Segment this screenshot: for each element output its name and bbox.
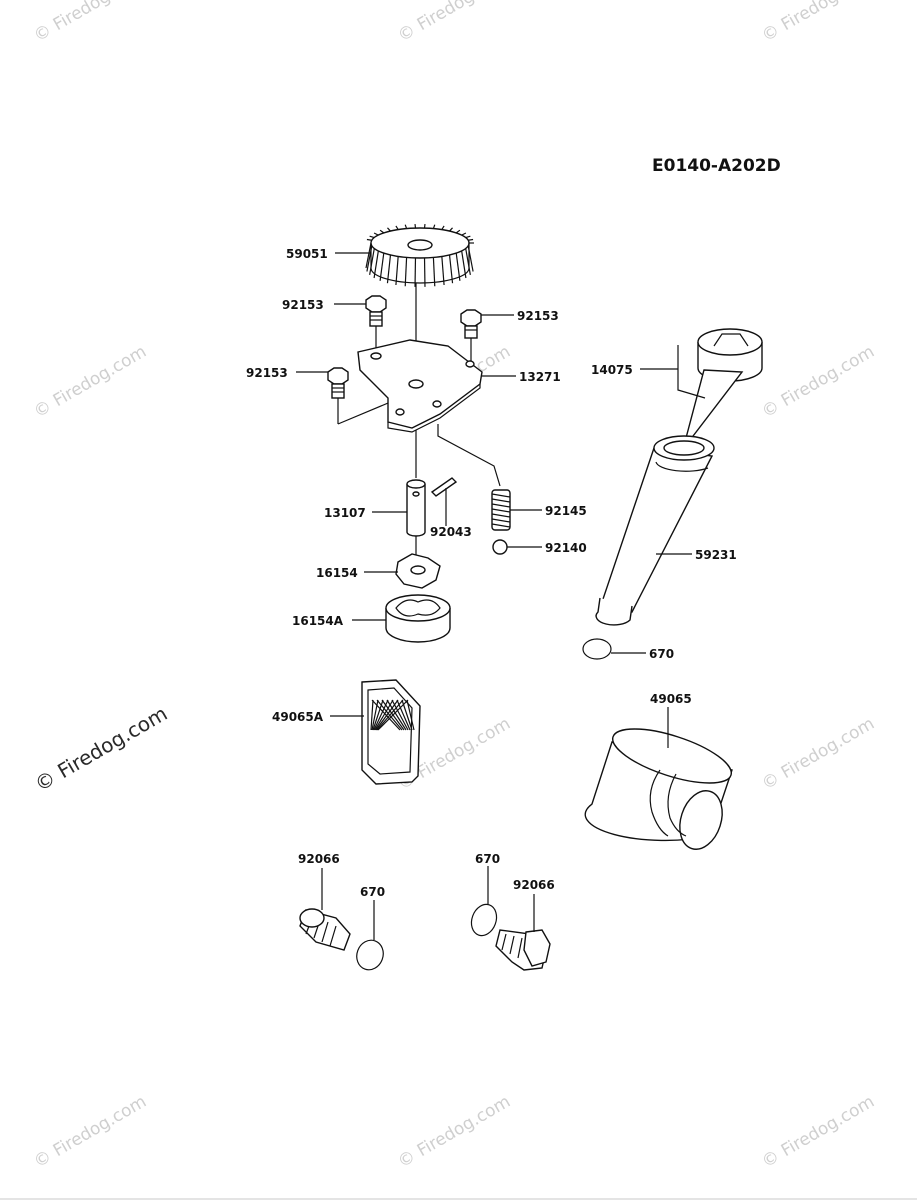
gear-tooth bbox=[366, 238, 372, 241]
diagram-code: E0140-A202D bbox=[652, 156, 781, 176]
label-outer-rotor[interactable]: 16154A bbox=[292, 614, 344, 628]
gear-tooth bbox=[448, 254, 454, 284]
watermark: © Firedog.com bbox=[31, 342, 150, 423]
watermark: © Firedog.com bbox=[759, 714, 878, 795]
filler-tube-part[interactable] bbox=[595, 435, 715, 626]
bolt-left[interactable] bbox=[327, 367, 349, 399]
gear-tooth bbox=[365, 242, 372, 269]
label-ball[interactable]: 92140 bbox=[545, 541, 587, 555]
oil-filter-part[interactable] bbox=[584, 718, 737, 855]
label-plate[interactable]: 13271 bbox=[519, 370, 561, 384]
gear-tooth bbox=[404, 257, 408, 287]
gear-tooth bbox=[465, 248, 471, 275]
watermark: © Firedog.com bbox=[395, 1092, 514, 1173]
ball-part[interactable] bbox=[492, 539, 508, 555]
watermark: © Firedog.com bbox=[395, 0, 514, 46]
label-plug-right-oring[interactable]: 670 bbox=[475, 852, 500, 866]
spring-coil bbox=[491, 513, 511, 518]
mesh-line bbox=[373, 699, 389, 731]
label-plug-right[interactable]: 92066 bbox=[513, 878, 555, 892]
mesh-line bbox=[370, 699, 374, 731]
dipstick-cap-part[interactable] bbox=[685, 328, 763, 441]
spring-coil bbox=[491, 518, 511, 523]
mesh-line bbox=[406, 699, 415, 731]
label-bolt-top-left[interactable]: 92153 bbox=[282, 298, 324, 312]
spring-part[interactable] bbox=[491, 489, 511, 531]
plug-right-oring-part[interactable] bbox=[467, 901, 500, 939]
drain-plug-left-part[interactable] bbox=[299, 908, 351, 951]
watermark: © Firedog.com bbox=[31, 1092, 150, 1173]
spring-coil bbox=[491, 503, 511, 508]
gear-part[interactable] bbox=[365, 224, 474, 287]
mesh-line bbox=[374, 699, 394, 731]
label-gear[interactable]: 59051 bbox=[286, 247, 328, 261]
gear-tooth bbox=[432, 257, 436, 287]
bracket-dipstick bbox=[677, 345, 706, 399]
spring-coil bbox=[491, 493, 511, 498]
label-pin[interactable]: 92043 bbox=[430, 525, 472, 539]
axis-plate-spring bbox=[437, 424, 501, 487]
gear-tooth bbox=[379, 253, 385, 281]
pin-part[interactable] bbox=[430, 477, 458, 497]
bolt-top-left[interactable] bbox=[365, 295, 387, 327]
mesh-line bbox=[371, 699, 379, 731]
spring-coil bbox=[491, 508, 511, 513]
gear-tooth bbox=[369, 248, 375, 275]
gear-tooth bbox=[468, 238, 474, 241]
gear-bore bbox=[407, 239, 433, 251]
gear-tooth bbox=[386, 254, 392, 284]
label-plug-left-oring[interactable]: 670 bbox=[360, 885, 385, 899]
label-spring[interactable]: 92145 bbox=[545, 504, 587, 518]
label-oil-filter[interactable]: 49065 bbox=[650, 692, 692, 706]
label-shaft[interactable]: 13107 bbox=[324, 506, 366, 520]
bolt-top-right[interactable] bbox=[460, 309, 482, 339]
label-plug-left[interactable]: 92066 bbox=[298, 852, 340, 866]
tube-oring-part[interactable] bbox=[582, 638, 612, 660]
gear-rim bbox=[370, 243, 470, 284]
watermark: © Firedog.com bbox=[759, 0, 878, 46]
mesh-line bbox=[401, 699, 413, 731]
label-tube-oring[interactable]: 670 bbox=[649, 647, 674, 661]
gear-tooth bbox=[441, 256, 445, 286]
label-dipstick[interactable]: 14075 bbox=[591, 363, 633, 377]
label-inner-rotor[interactable]: 16154 bbox=[316, 566, 358, 580]
gear-tooth bbox=[395, 256, 399, 286]
label-screen-filter[interactable]: 49065A bbox=[272, 710, 324, 724]
inner-rotor-part[interactable] bbox=[395, 553, 441, 589]
watermark: © Firedog.com bbox=[31, 0, 150, 46]
mesh-line bbox=[396, 699, 411, 731]
spring-coil bbox=[491, 523, 511, 528]
watermark: © Firedog.com bbox=[759, 342, 878, 423]
plate-part[interactable] bbox=[357, 339, 483, 433]
watermark: © Firedog.com bbox=[31, 701, 172, 796]
label-filler-tube[interactable]: 59231 bbox=[695, 548, 737, 562]
drain-plug-right-part[interactable] bbox=[495, 929, 551, 971]
mesh-line bbox=[372, 699, 384, 731]
shaft-part[interactable] bbox=[406, 479, 426, 537]
plug-left-oring-part[interactable] bbox=[353, 936, 388, 973]
screen-filter-part[interactable] bbox=[361, 679, 421, 785]
spring-coil bbox=[491, 498, 511, 503]
label-bolt-left[interactable]: 92153 bbox=[246, 366, 288, 380]
label-bolt-top-right[interactable]: 92153 bbox=[517, 309, 559, 323]
outer-rotor-part[interactable] bbox=[385, 594, 451, 643]
watermark: © Firedog.com bbox=[759, 1092, 878, 1173]
gear-tooth bbox=[455, 253, 461, 281]
screen-mesh bbox=[370, 699, 415, 731]
mesh-line bbox=[391, 699, 409, 731]
spring-coils bbox=[491, 493, 511, 528]
